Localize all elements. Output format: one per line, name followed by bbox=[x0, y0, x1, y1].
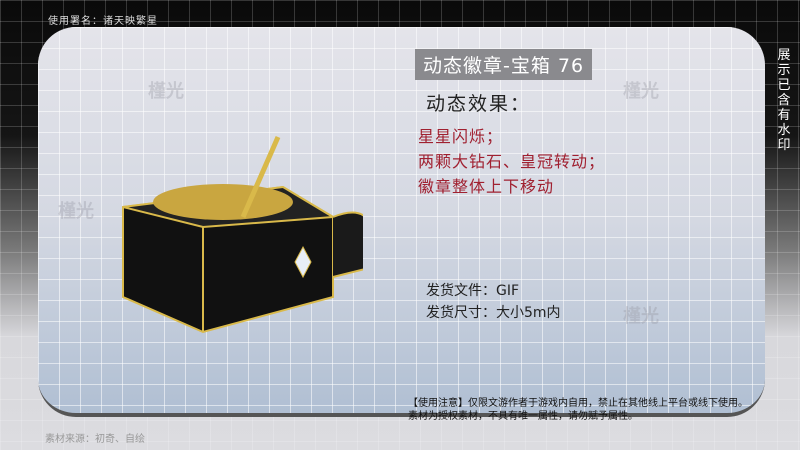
effect-item: 徽章整体上下移动 bbox=[418, 177, 555, 196]
watermark: 槿光 bbox=[58, 201, 94, 222]
notice-line: 【使用注意】仅限文游作者于游戏内自用，禁止在其他线上平台或线下使用。 bbox=[408, 398, 748, 409]
product-card: 槿光 槿光 槿光 槿光 动态徽章-宝箱 76 动态效果： 星星闪烁； 两颗大钻石… bbox=[38, 27, 765, 417]
effect-item: 星星闪烁； bbox=[418, 127, 504, 146]
watermark: 槿光 bbox=[623, 81, 659, 102]
watermark: 槿光 bbox=[623, 306, 659, 327]
treasure-chest-image bbox=[122, 135, 363, 334]
effects-heading: 动态效果： bbox=[426, 93, 532, 115]
ship-file: 发货文件：GIF bbox=[426, 283, 520, 299]
watermark-notice: 展示已含有水印 bbox=[777, 48, 791, 153]
user-signature: 使用署名：诸天映繁星 bbox=[48, 16, 158, 27]
ship-size: 发货尺寸：大小5m内 bbox=[426, 305, 561, 321]
effect-item: 两颗大钻石、皇冠转动； bbox=[418, 152, 606, 171]
watermark: 槿光 bbox=[148, 81, 184, 102]
product-title: 动态徽章-宝箱 76 bbox=[415, 49, 593, 80]
source-credit: 素材来源：初奇、自绘 bbox=[45, 434, 145, 445]
usage-notice: 【使用注意】仅限文游作者于游戏内自用，禁止在其他线上平台或线下使用。 素材为授权… bbox=[408, 397, 748, 423]
notice-line: 素材为授权素材，不具有唯一属性，请勿赋予属性。 bbox=[408, 411, 638, 422]
shipping-info: 发货文件：GIF 发货尺寸：大小5m内 bbox=[426, 280, 561, 324]
effects-list: 星星闪烁； 两颗大钻石、皇冠转动； 徽章整体上下移动 bbox=[418, 124, 605, 199]
